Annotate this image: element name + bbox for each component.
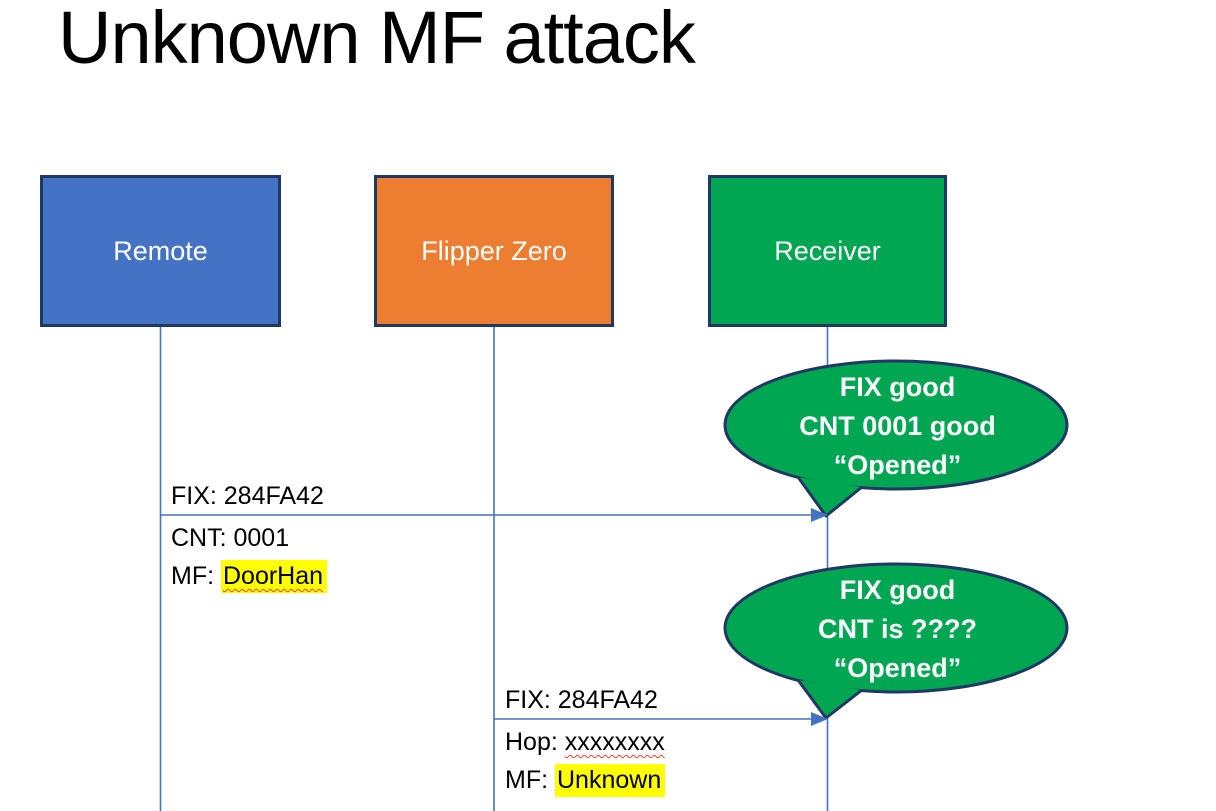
bubble1-line3: “Opened” bbox=[833, 450, 962, 480]
bubble2-text: FIX good CNT is ???? “Opened” bbox=[740, 571, 1055, 688]
bubble1-text: FIX good CNT 0001 good “Opened” bbox=[740, 368, 1055, 485]
message2-arrowhead bbox=[811, 712, 828, 726]
bubble1-line2: CNT 0001 good bbox=[799, 411, 996, 441]
actor-label-remote: Remote bbox=[113, 235, 208, 266]
actor-label-flipper-zero: Flipper Zero bbox=[421, 235, 567, 266]
message2-label-below: Hop: xxxxxxxx MF: Unknown bbox=[505, 723, 666, 799]
message1-below-line2: MF: DoorHan bbox=[171, 557, 328, 595]
message1-mf-value-highlighted: DoorHan bbox=[221, 560, 328, 593]
actor-label-receiver: Receiver bbox=[774, 235, 881, 266]
bubble1-line1: FIX good bbox=[839, 372, 956, 402]
message2-label-above: FIX: 284FA42 bbox=[505, 686, 658, 714]
message1-mf-prefix: MF: bbox=[171, 562, 221, 590]
message2-below-line2: MF: Unknown bbox=[505, 761, 666, 799]
actor-box-flipper-zero: Flipper Zero bbox=[374, 175, 614, 327]
message2-mf-value-highlighted: Unknown bbox=[555, 764, 666, 797]
message2-below-line1: Hop: xxxxxxxx bbox=[505, 723, 665, 761]
message2-hop-prefix: Hop: bbox=[505, 728, 565, 756]
message2-mf-prefix: MF: bbox=[505, 766, 555, 794]
message1-label-below: CNT: 0001 MF: DoorHan bbox=[171, 519, 328, 595]
speech-bubble-2 bbox=[723, 562, 1069, 720]
bubble2-line1: FIX good bbox=[839, 575, 956, 605]
speech-bubble-1 bbox=[723, 359, 1069, 518]
page-title: Unknown MF attack bbox=[58, 0, 696, 79]
message1-below-line1: CNT: 0001 bbox=[171, 524, 290, 552]
message2-hop-value: xxxxxxxx bbox=[564, 728, 665, 756]
message1-arrowhead bbox=[811, 508, 828, 522]
bubble2-line2: CNT is ???? bbox=[818, 614, 977, 644]
actor-box-receiver: Receiver bbox=[708, 175, 947, 327]
actor-box-remote: Remote bbox=[40, 175, 281, 327]
bubble2-line3: “Opened” bbox=[833, 653, 962, 683]
message1-label-above: FIX: 284FA42 bbox=[171, 482, 324, 510]
